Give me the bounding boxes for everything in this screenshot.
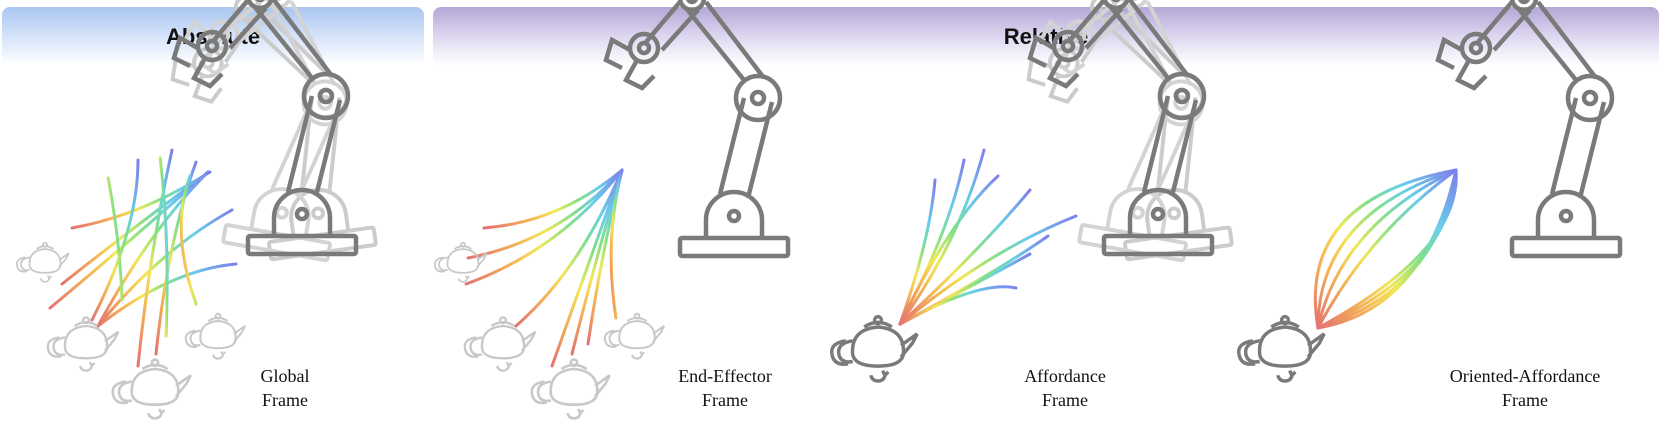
trajectory-bundle: [48, 148, 238, 368]
end-effector-frame-panel: [433, 0, 788, 420]
affordance-frame-panel: [829, 0, 1234, 383]
caption-line: Global: [260, 366, 310, 386]
ghost-teapot-icon: [530, 358, 612, 420]
global-frame-panel: [15, 0, 378, 420]
oriented-affordance-frame-caption: Oriented-Affordance Frame: [1420, 364, 1630, 412]
affordance-frame-caption: Affordance Frame: [1005, 364, 1125, 412]
teapot-icon: [1236, 314, 1326, 383]
ghost-teapot-icon: [433, 241, 488, 283]
oriented-affordance-frame-panel: [1236, 0, 1620, 383]
ghost-teapot-icon: [15, 241, 70, 283]
caption-line: Frame: [1502, 390, 1548, 410]
ghost-robot-arm-icon: [1016, 0, 1234, 272]
robot-arm-icon: [1438, 0, 1620, 256]
ghost-teapot-icon: [463, 316, 537, 372]
teapot-icon: [829, 314, 919, 383]
ghost-robot-arm-icon: [160, 0, 378, 272]
caption-line: Frame: [1042, 390, 1088, 410]
ghost-teapot-icon: [46, 316, 120, 372]
ghost-teapot-icon: [184, 312, 247, 360]
ghost-teapot-icon: [111, 358, 193, 420]
ghost-teapot-icon: [603, 312, 666, 360]
caption-line: Frame: [262, 390, 308, 410]
robot-arm-icon: [606, 0, 788, 256]
end-effector-frame-caption: End-Effector Frame: [650, 364, 800, 412]
caption-line: End-Effector: [678, 366, 772, 386]
caption-line: Frame: [702, 390, 748, 410]
trajectory-bundle: [1313, 168, 1458, 330]
trajectory-bundle: [898, 148, 1078, 326]
trajectory-bundle: [464, 168, 624, 368]
caption-line: Oriented-Affordance: [1449, 366, 1601, 386]
global-frame-caption: Global Frame: [240, 364, 330, 412]
caption-line: Affordance: [1024, 366, 1106, 386]
